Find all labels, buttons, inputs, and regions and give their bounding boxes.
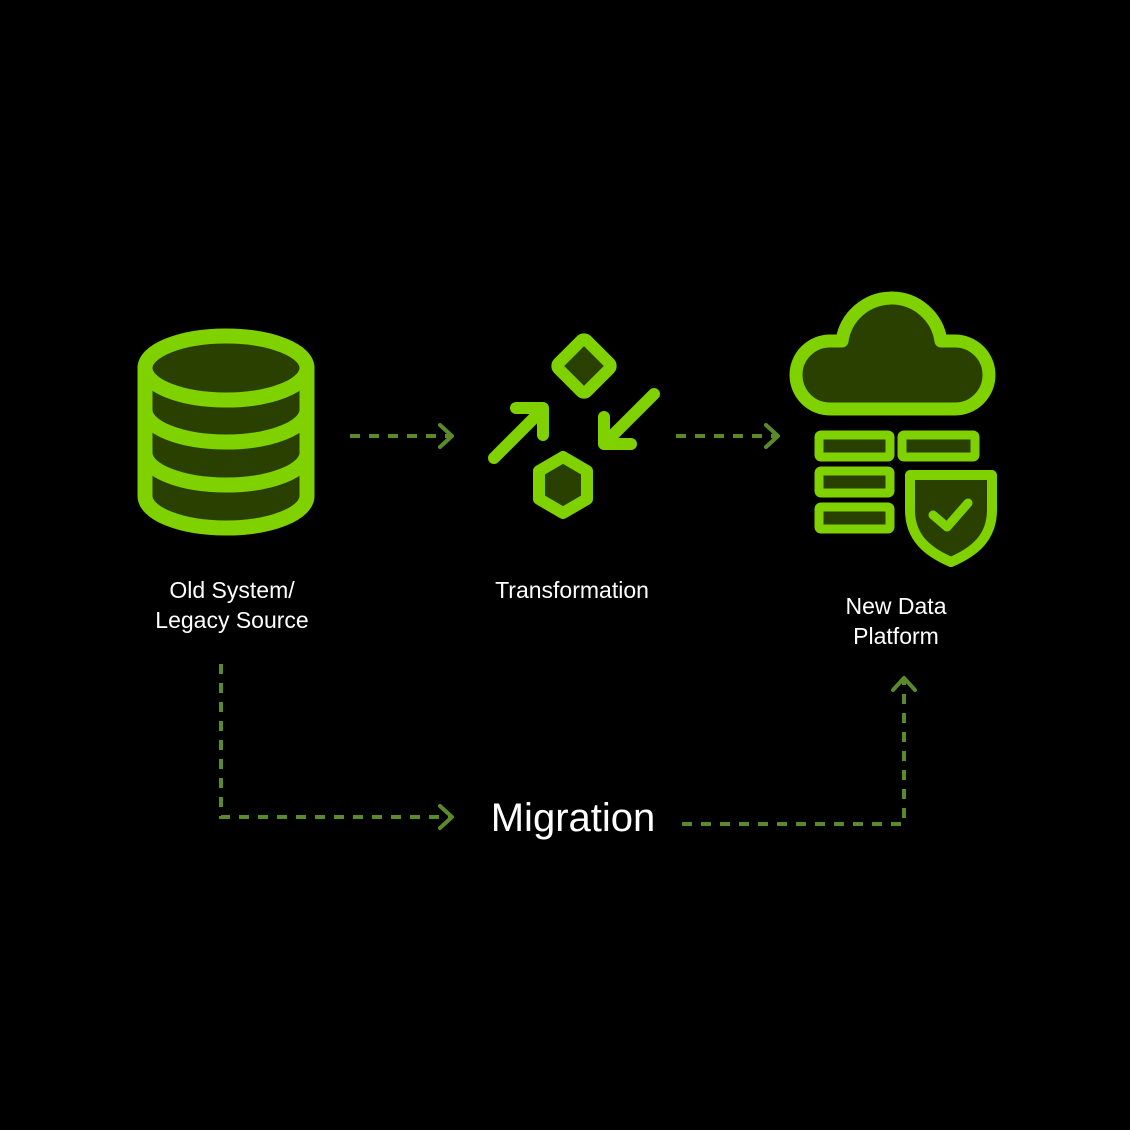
cloud-platform-shield-icon	[789, 291, 997, 567]
diamond-shape	[551, 333, 617, 399]
cloud-shape	[789, 291, 996, 416]
data-rows	[814, 430, 980, 534]
check-icon	[928, 498, 973, 532]
arrow-down-left-icon	[602, 388, 660, 446]
target-label-line2: Platform	[853, 623, 939, 649]
transformation-icon	[488, 333, 660, 519]
source-label: Old System/ Legacy Source	[112, 575, 352, 635]
transform-label-text: Transformation	[495, 577, 649, 603]
source-label-line2: Legacy Source	[155, 607, 309, 633]
connector-transform-to-target	[676, 423, 780, 449]
migration-path-from-source	[219, 664, 454, 830]
transform-label: Transformation	[452, 575, 692, 605]
migration-path-to-target	[682, 676, 917, 826]
migration-label: Migration	[490, 796, 656, 840]
hexagon-shape	[533, 451, 593, 519]
source-label-line1: Old System/	[169, 577, 295, 603]
connector-source-to-transform	[350, 423, 454, 449]
arrow-up-right-icon	[488, 406, 546, 464]
target-label-line1: New Data	[845, 593, 947, 619]
target-label: New Data Platform	[776, 591, 1016, 651]
database-icon	[137, 328, 315, 536]
